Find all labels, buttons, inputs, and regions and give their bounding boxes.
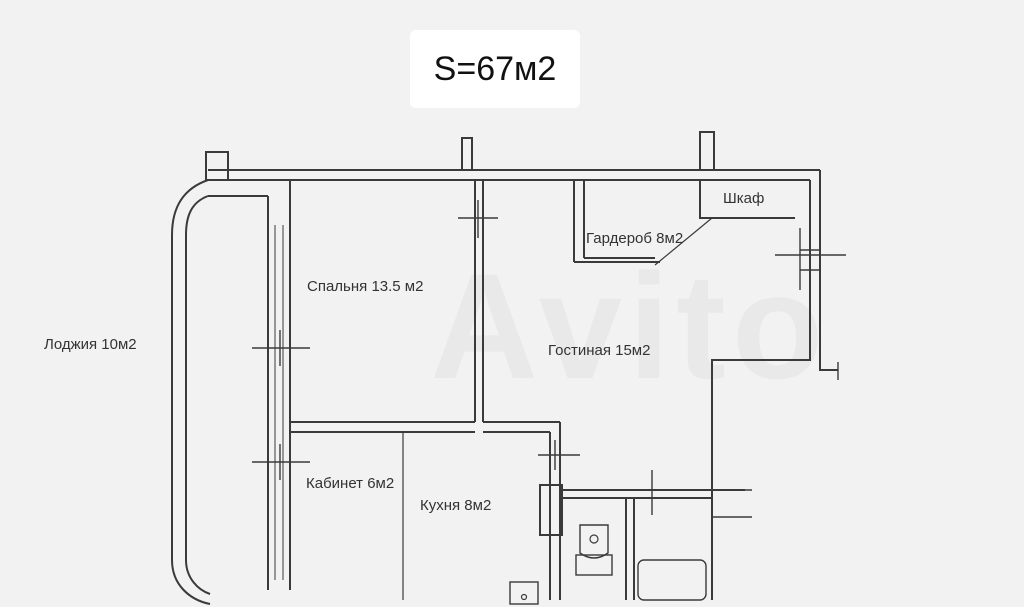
loggia-inner-wall xyxy=(185,195,211,595)
bathroom-top-wall xyxy=(562,489,745,499)
right-window xyxy=(799,228,821,290)
wall-stub-mid xyxy=(461,137,473,171)
outer-wall-right xyxy=(711,170,838,600)
room-label-bedroom: Спальня 13.5 м2 xyxy=(307,278,424,295)
tick-window-upper xyxy=(252,330,310,366)
tick-bedroom-top xyxy=(458,200,498,238)
study-top-wall xyxy=(290,421,560,433)
bathtub xyxy=(637,559,707,601)
tick-bath-right xyxy=(712,489,752,518)
room-label-closet: Шкаф xyxy=(723,190,765,207)
room-label-study: Кабинет 6м2 xyxy=(306,475,395,492)
wall-stub-left xyxy=(205,151,229,181)
wardrobe-wall-bottom xyxy=(574,257,660,263)
room-label-living: Гостиная 15м2 xyxy=(548,342,651,359)
window-wall xyxy=(267,180,291,590)
wardrobe-wall-left xyxy=(573,180,585,262)
kitchen-right-wall xyxy=(549,422,561,600)
kitchen-stove xyxy=(509,581,539,605)
kitchen-niche xyxy=(539,484,563,536)
closet-wall xyxy=(699,180,795,219)
bedroom-partition xyxy=(474,180,484,422)
wall-stub-right xyxy=(699,131,715,171)
room-label-wardrobe: Гардероб 8м2 xyxy=(586,230,684,247)
outer-wall-top xyxy=(208,169,820,181)
toilet xyxy=(579,524,609,559)
loggia-outer-wall xyxy=(171,179,211,605)
room-label-loggia: Лоджия 10м2 xyxy=(44,336,137,353)
total-area-label: S=67м2 xyxy=(433,49,557,88)
room-label-kitchen: Кухня 8м2 xyxy=(420,497,492,514)
tick-window-lower xyxy=(252,444,310,480)
total-area-box: S=67м2 xyxy=(410,30,580,108)
tick-kitchen-right xyxy=(538,440,580,470)
bathroom-partition xyxy=(625,498,635,600)
toilet-tank xyxy=(575,554,613,576)
wardrobe-door-line xyxy=(654,217,713,266)
toilet-bowl xyxy=(589,534,599,544)
window-glass xyxy=(274,225,284,580)
